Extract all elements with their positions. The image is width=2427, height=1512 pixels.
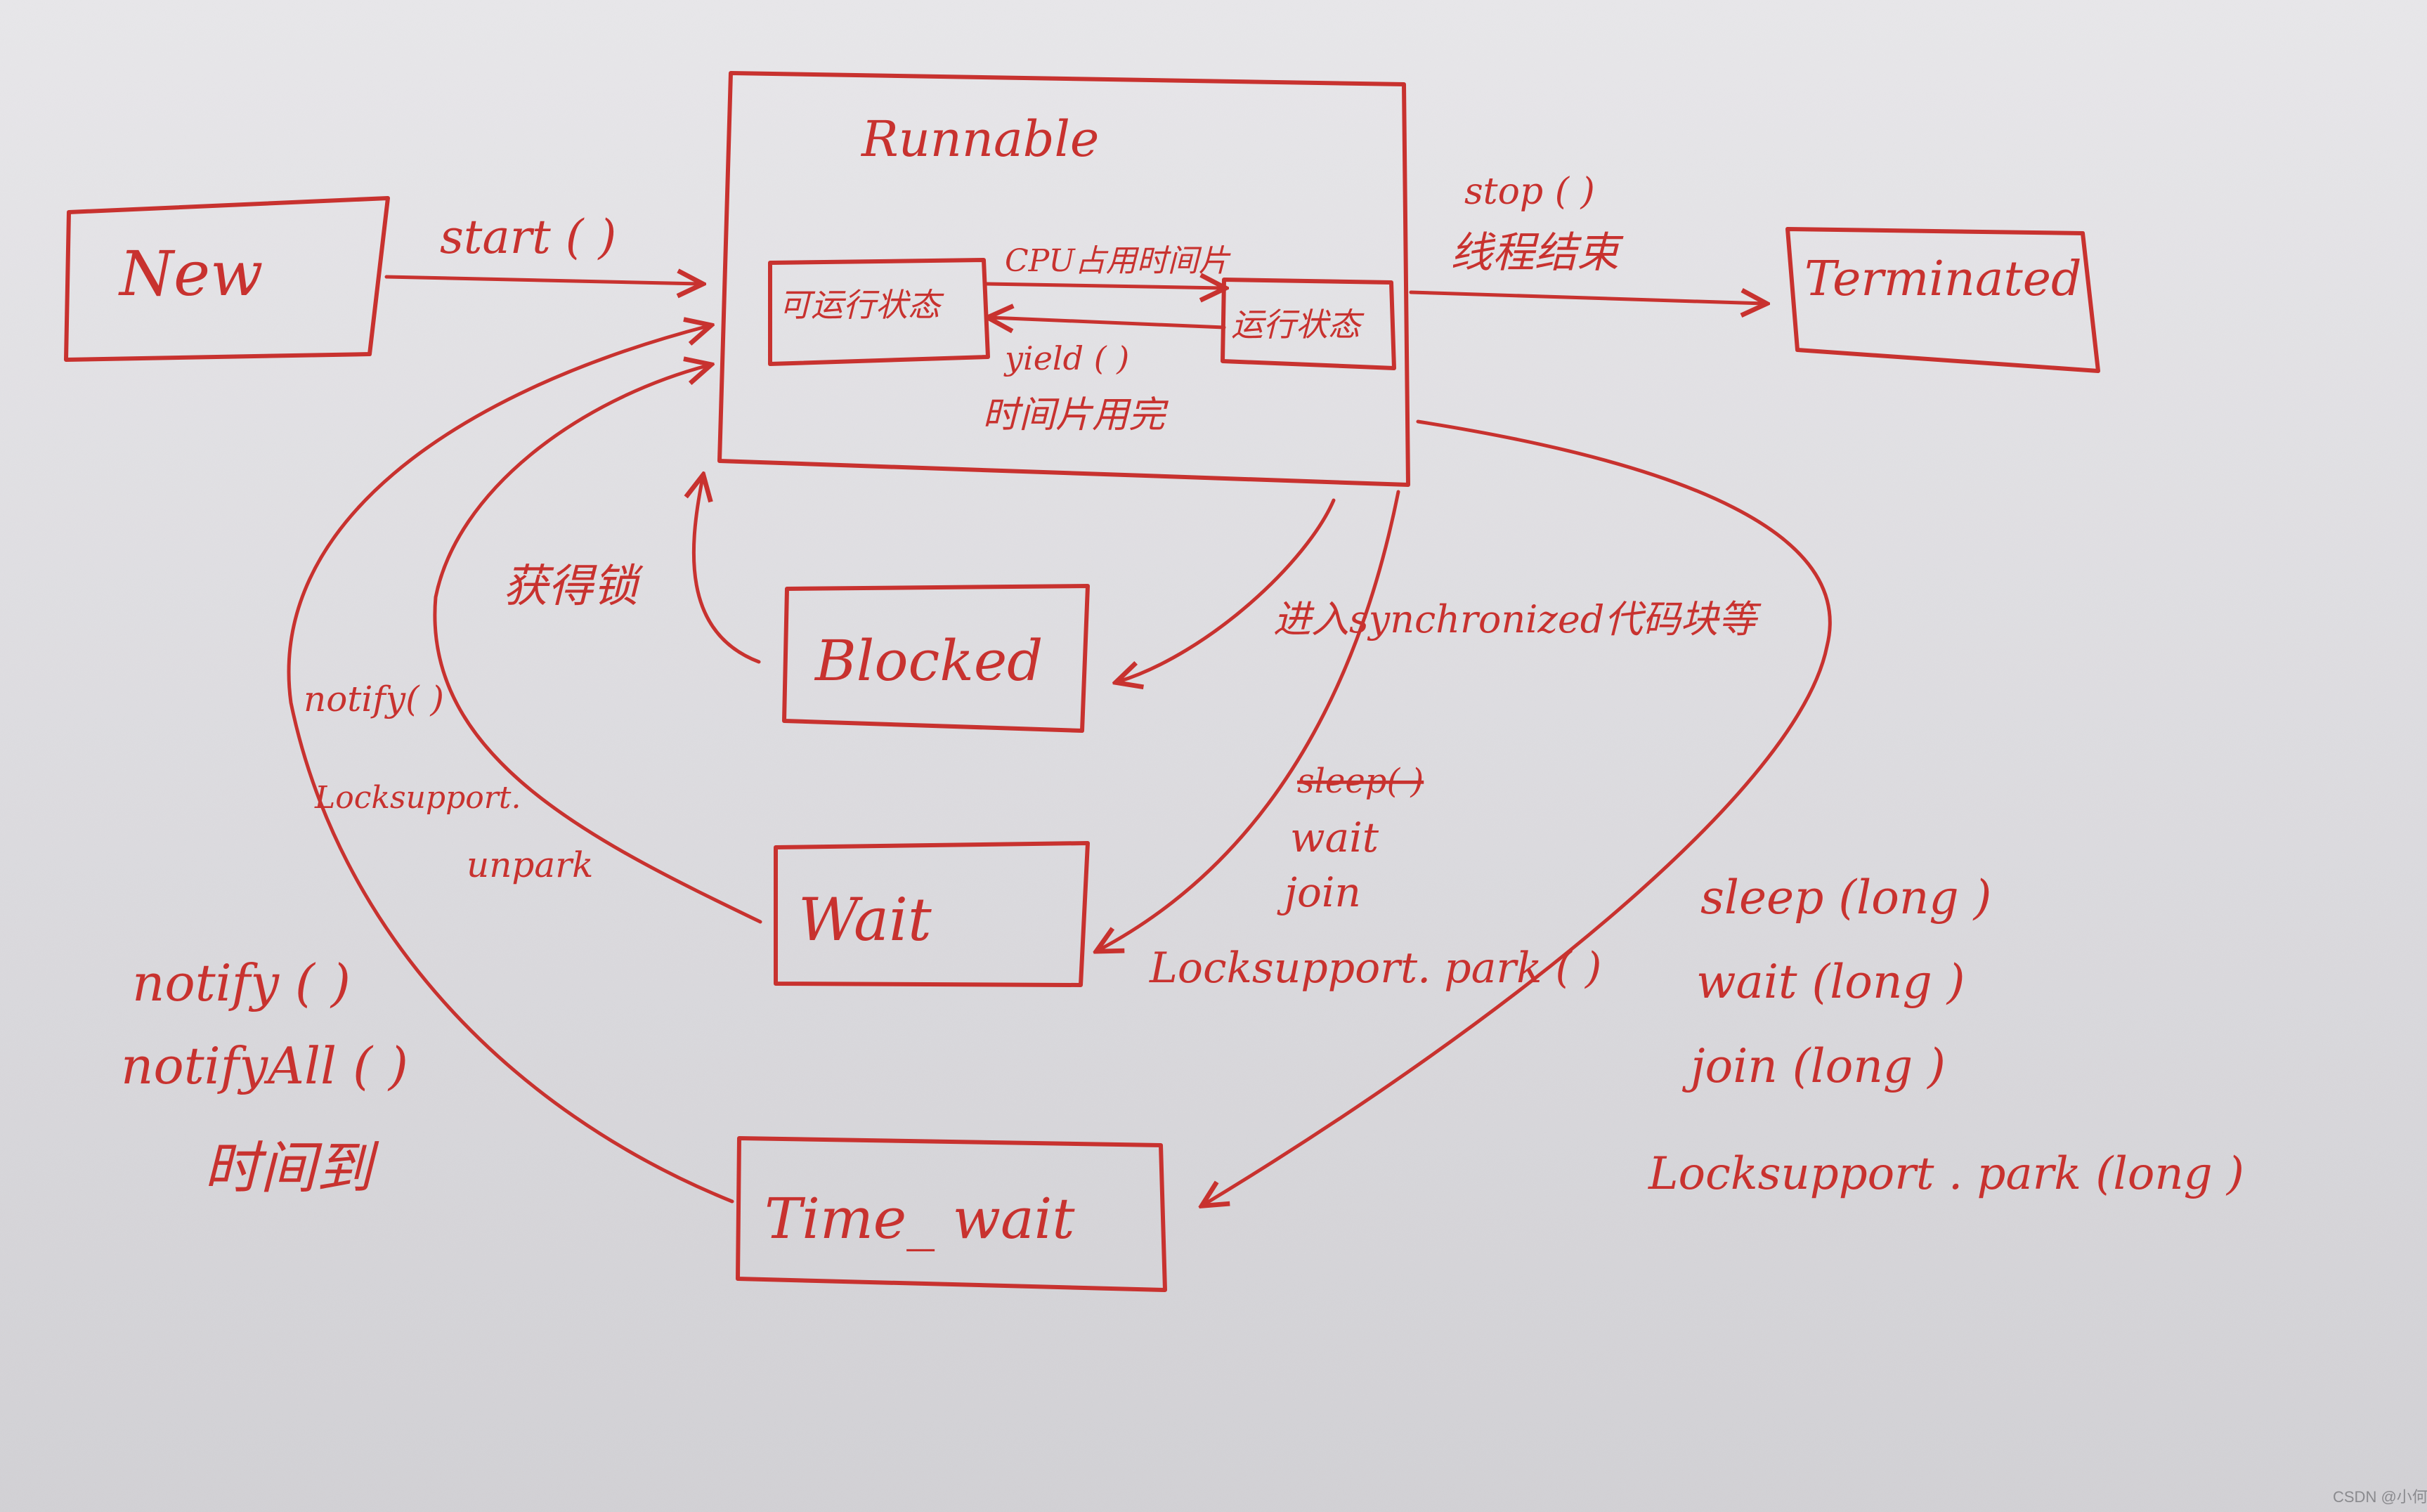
locksupport-label: Locksupport.	[314, 780, 521, 816]
wait-box	[774, 841, 1090, 987]
to-wait-arrow	[1099, 490, 1400, 950]
start-label: start ( )	[440, 210, 616, 264]
ready-box	[768, 258, 990, 366]
enter-sync-label: 进入synchronized代码块等	[1273, 597, 1762, 641]
wait-to-runnable-arrow	[433, 365, 762, 924]
notify-short-label: notify( )	[304, 679, 444, 719]
wake-method-notify: notify ( )	[132, 953, 351, 1012]
timed-method-wait: wait (long )	[1696, 955, 1965, 1009]
ready-state-label: 可运行状态	[779, 286, 944, 324]
watermark: CSDN @小何学	[2333, 1488, 2427, 1506]
thread-end-label: 线程结束	[1450, 228, 1624, 278]
wake-method-timeout: 时间到	[204, 1135, 379, 1201]
unpark-label: unpark	[467, 845, 593, 885]
timed-method-join: join (long )	[1681, 1039, 1946, 1093]
time-wait-label: Time_ wait	[764, 1186, 1075, 1251]
wake-method-notifyall: notifyAll ( )	[121, 1036, 408, 1095]
blocked-box	[782, 584, 1090, 733]
runnable-label: Runnable	[860, 110, 1099, 168]
terminated-label: Terminated	[1804, 252, 2082, 307]
running-box	[1221, 278, 1396, 370]
park-label: Locksupport. park ( )	[1149, 944, 1601, 993]
slice-used-label: 时间片用完	[982, 394, 1169, 436]
blocked-label: Blocked	[814, 628, 1043, 693]
timed-method-sleep: sleep (long )	[1700, 871, 1991, 925]
to-blocked-arrow	[1119, 498, 1336, 682]
get-lock-label: 获得锁	[503, 561, 644, 613]
start-arrow	[384, 277, 700, 284]
yield-arrow	[991, 318, 1226, 327]
join-method-label: join	[1277, 868, 1361, 916]
cpu-label: CPU占用时间片	[1005, 243, 1232, 279]
stop-arrow	[1409, 292, 1764, 304]
terminated-box	[1785, 227, 2100, 373]
cpu-arrow	[984, 284, 1223, 288]
timed-method-park: Locksupport . park (long )	[1648, 1148, 2244, 1200]
stop-label: stop ( )	[1464, 171, 1595, 213]
new-box	[64, 196, 390, 362]
wait-method-label: wait	[1290, 814, 1379, 861]
wait-label: Wait	[798, 885, 932, 954]
time-wait-to-runnable-arrow	[287, 326, 734, 1204]
to-time-wait-arrow	[1204, 419, 1832, 1204]
running-state-label: 运行状态	[1231, 306, 1365, 344]
yield-label: yield ( )	[1003, 339, 1129, 377]
new-label: New	[118, 237, 263, 310]
get-lock-arrow	[694, 478, 761, 664]
time-wait-box	[736, 1136, 1167, 1292]
runnable-box	[717, 71, 1410, 487]
sleep-struck-label: sleep( )	[1297, 762, 1424, 801]
